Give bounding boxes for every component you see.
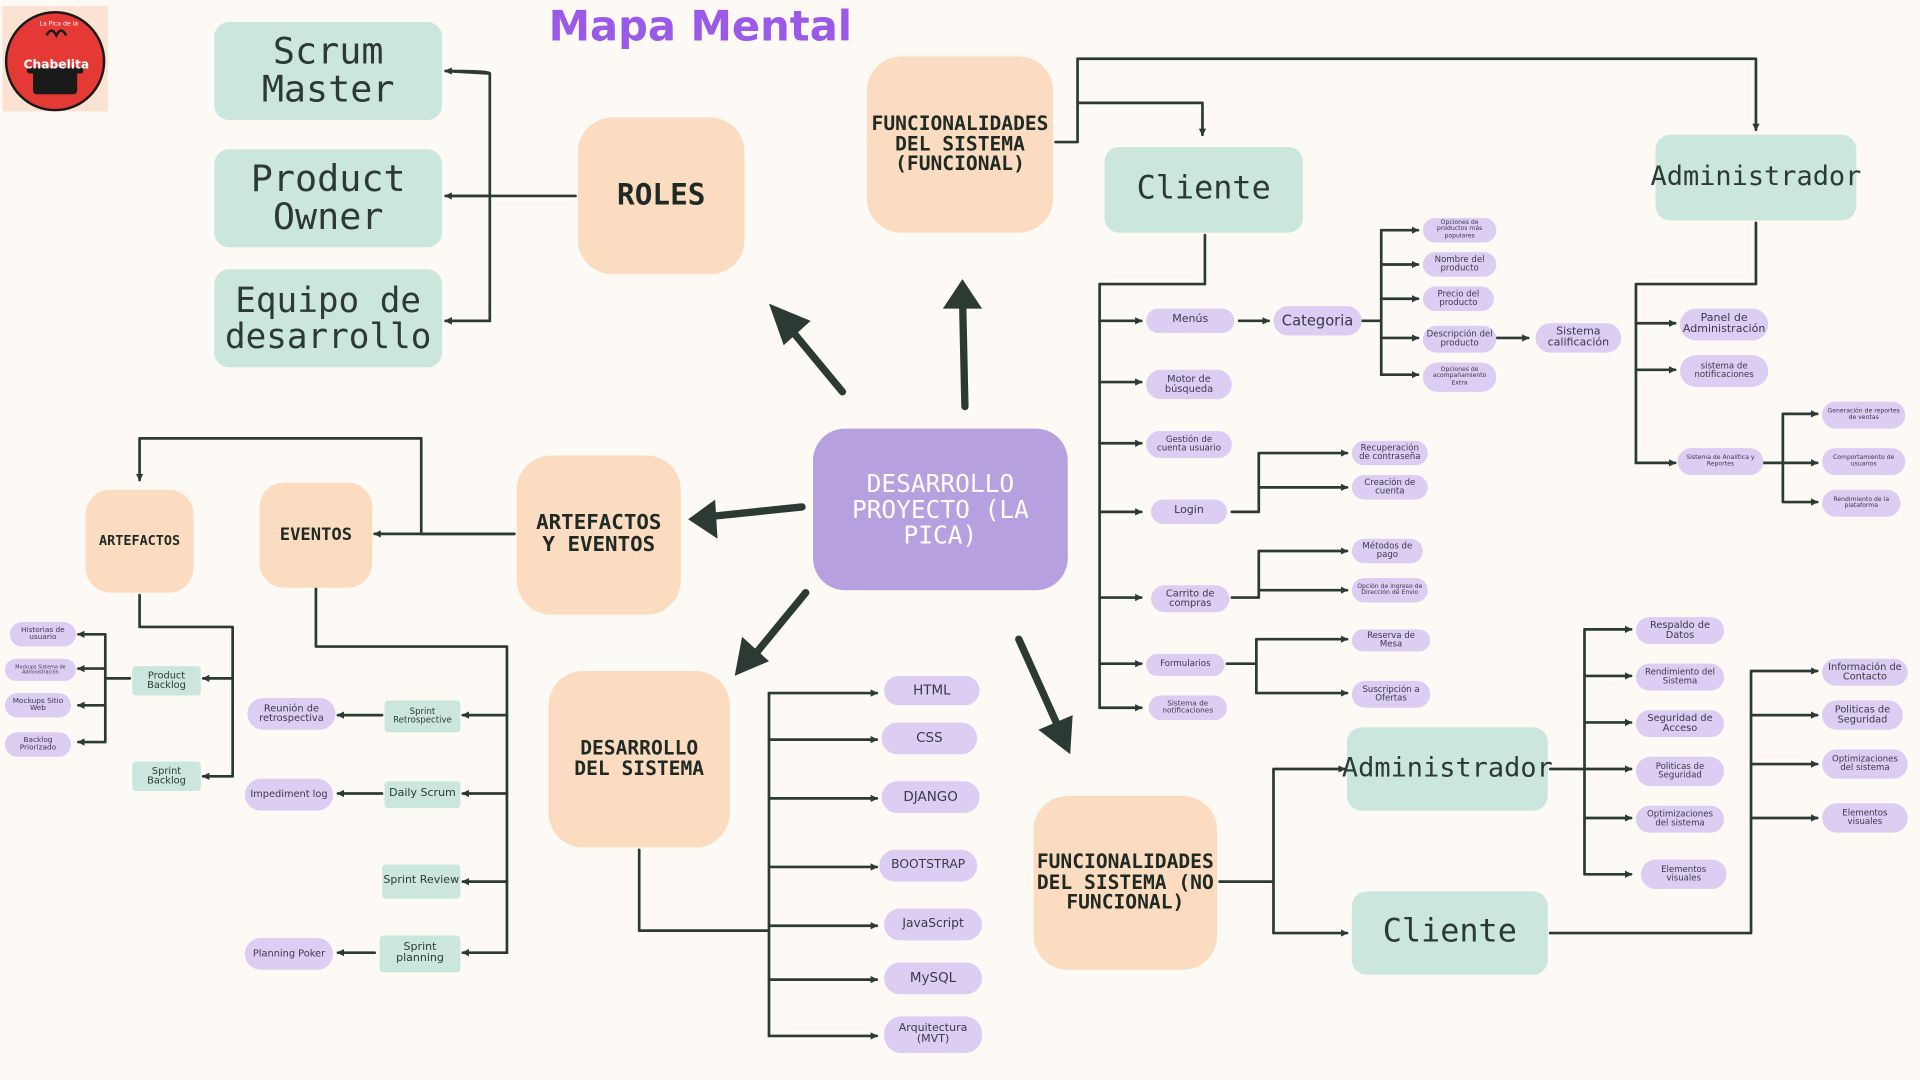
product-backlog-node: Product Backlog xyxy=(132,666,201,696)
pb-item-3: Backlog Priorizado xyxy=(4,732,72,757)
logo: La Pica de la Chabelita xyxy=(2,6,108,112)
menus-node: Menús xyxy=(1146,308,1235,334)
output-retrospectiva: Reunión de retrospectiva xyxy=(247,697,336,730)
funcional-node: FUNCIONALIDADES DEL SISTEMA (FUNCIONAL) xyxy=(866,56,1054,233)
calificacion-node: Sistema calificación xyxy=(1535,323,1622,353)
output-planning-poker: Planning Poker xyxy=(244,937,334,970)
logo-small-text: La Pica de la xyxy=(39,20,79,29)
eventos-node: EVENTOS xyxy=(259,482,373,588)
analitica-item-0: Generación de reportes de ventas xyxy=(1822,401,1906,429)
roles-node: ROLES xyxy=(577,117,745,275)
motor-node: Motor de búsqueda xyxy=(1146,369,1232,400)
analitica-item-1: Comportamiento de usuarios xyxy=(1822,448,1906,476)
role-dev-team: Equipo de desarrollo xyxy=(214,269,443,368)
desarrollo-node: DESARROLLO DEL SISTEMA xyxy=(548,671,730,848)
role-product-owner: Product Owner xyxy=(214,149,443,248)
admin-nf-item-3: Politicas de Seguridad xyxy=(1635,756,1725,787)
tech-django: DJANGO xyxy=(881,781,980,814)
panel-admin-node: Panel de Administración xyxy=(1680,308,1769,341)
admin-nf-item-5: Elementos visuales xyxy=(1640,859,1727,889)
tech-html: HTML xyxy=(884,675,980,706)
evento-planning: Sprint planning xyxy=(379,935,461,973)
admin-funcional-node: Administrador xyxy=(1651,134,1861,221)
admin-notif-node: sistema de notificaciones xyxy=(1680,355,1769,387)
center-node: DESARROLLO PROYECTO (LA PICA) xyxy=(813,428,1068,591)
logo-text: Chabelita xyxy=(23,58,90,73)
admin-nf-item-2: Seguridad de Acceso xyxy=(1635,710,1725,738)
cliente-funcional-node: Cliente xyxy=(1104,146,1303,233)
cliente-nf-item-0: Información de Contacto xyxy=(1822,658,1908,686)
cliente-nf-item-3: Elementos visuales xyxy=(1822,803,1908,833)
evento-review: Sprint Review xyxy=(382,864,461,899)
tech-css: CSS xyxy=(881,722,978,755)
formularios-node: Formularios xyxy=(1146,653,1225,676)
admin-nf-node: Administrador xyxy=(1342,727,1553,811)
cliente-nf-node: Cliente xyxy=(1351,891,1548,975)
notificaciones-node: Sistema de notificaciones xyxy=(1148,695,1227,721)
tech-mysql: MySQL xyxy=(884,962,983,995)
cliente-nf-item-1: Politicas de Seguridad xyxy=(1822,700,1903,730)
carrito-item-1: Opción de ingreso de Dirección de Envio xyxy=(1351,577,1428,603)
cat-item-4: Opciones de acompañamiento Extra xyxy=(1422,362,1497,392)
form-item-0: Reserva de Mesa xyxy=(1351,629,1431,652)
evento-retrospective: Sprint Retrospective xyxy=(384,700,461,733)
login-item-0: Recuperación de contraseña xyxy=(1351,440,1428,466)
admin-nf-item-0: Respaldo de Datos xyxy=(1635,617,1725,645)
tech-javascript: JavaScript xyxy=(884,908,983,941)
cat-item-3: Descripción del producto xyxy=(1422,325,1497,353)
tech-arquitectura: Arquitectura (MVT) xyxy=(884,1016,983,1054)
cat-item-2: Precio del producto xyxy=(1422,286,1494,312)
admin-nf-item-1: Rendimiento del Sistema xyxy=(1635,663,1725,691)
cat-item-1: Nombre del producto xyxy=(1422,252,1497,277)
login-node: Login xyxy=(1151,499,1227,525)
no-funcional-node: FUNCIONALIDADES DEL SISTEMA (NO FUNCIONA… xyxy=(1033,795,1218,970)
pb-item-2: Mockups Sitio Web xyxy=(4,693,72,718)
artefactos-eventos-node: ARTEFACTOS Y EVENTOS xyxy=(516,455,681,615)
tech-bootstrap: BOOTSTRAP xyxy=(879,849,978,882)
analitica-node: Sistema de Analítica y Reportes xyxy=(1677,448,1764,476)
cliente-nf-item-2: Optimizaciones del sistema xyxy=(1822,749,1908,779)
pb-item-0: Historias de usuario xyxy=(9,622,76,647)
form-item-1: Suscripción a Ofertas xyxy=(1351,680,1431,708)
evento-daily: Daily Scrum xyxy=(384,781,461,809)
artefactos-node: ARTEFACTOS xyxy=(85,489,194,593)
sprint-backlog-node: Sprint Backlog xyxy=(132,761,201,792)
analitica-item-2: Rendimiento de la plataforma xyxy=(1822,489,1901,517)
carrito-node: Carrito de compras xyxy=(1151,585,1230,613)
login-item-1: Creación de cuenta xyxy=(1351,475,1428,500)
admin-nf-item-4: Optimizaciones del sistema xyxy=(1635,805,1725,833)
pb-item-1: Mockups Sistema de Administración xyxy=(4,658,76,681)
carrito-item-0: Métodos de pago xyxy=(1351,538,1423,564)
page-title: Mapa Mental xyxy=(548,2,853,52)
cooking-pot-icon xyxy=(4,11,106,112)
gestion-node: Gestión de cuenta usuario xyxy=(1146,431,1232,458)
cat-item-0: Opciones de productos más populares xyxy=(1422,217,1497,243)
output-impediment: Impediment log xyxy=(244,778,334,811)
categoria-node: Categoria xyxy=(1273,306,1362,336)
role-scrum-master: Scrum Master xyxy=(214,22,443,121)
